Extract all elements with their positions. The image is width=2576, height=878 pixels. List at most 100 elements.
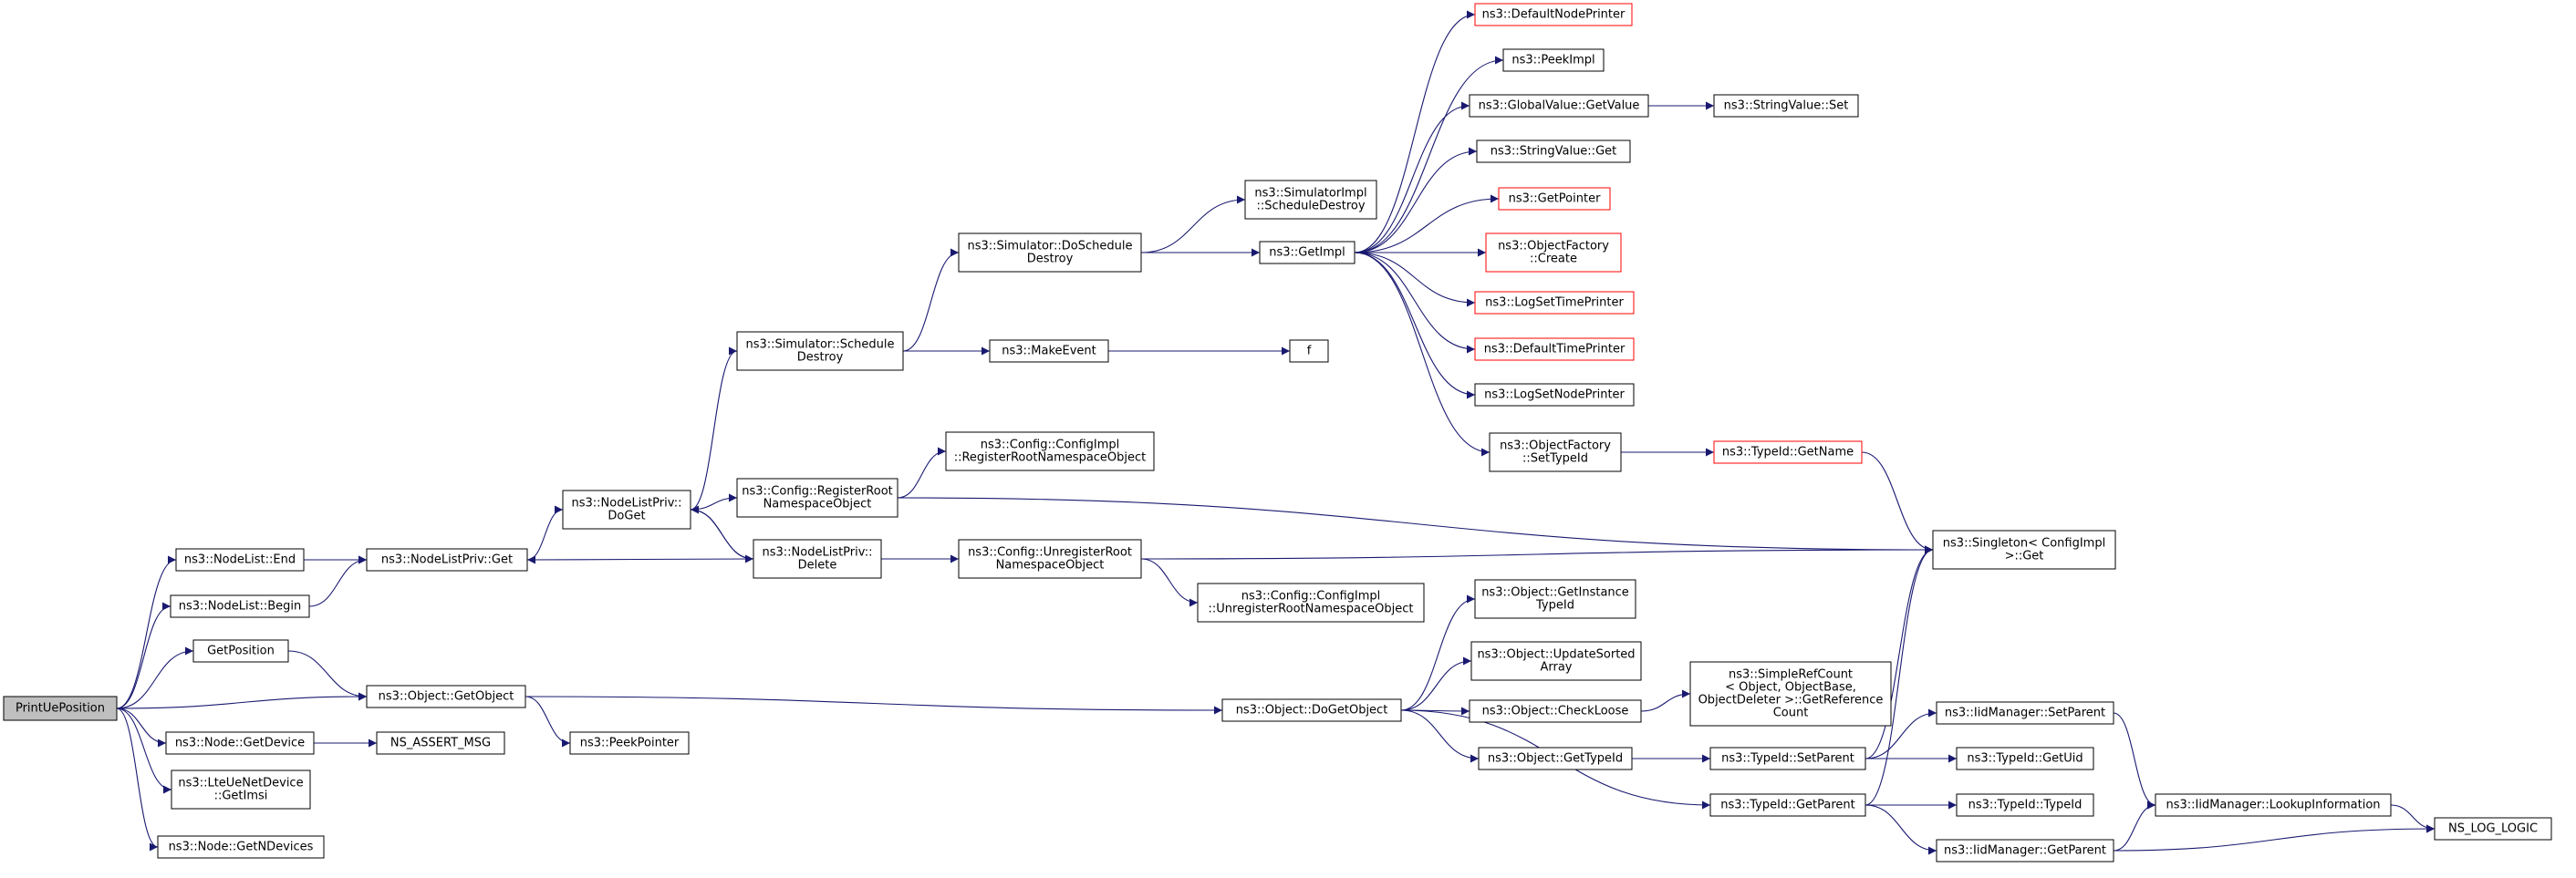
node-objectfactory-create[interactable]: ns3::ObjectFactory::Create [1485, 232, 1622, 273]
node-peek-impl[interactable]: ns3::PeekImpl [1502, 48, 1605, 72]
node-get-position[interactable]: GetPosition [192, 639, 289, 663]
node-label: ns3::StringValue::Get [1491, 145, 1616, 159]
node-box [736, 331, 904, 371]
node-nodelistpriv-delete[interactable]: ns3::NodeListPriv::Delete [753, 539, 882, 579]
node-make-event[interactable]: ns3::MakeEvent [989, 339, 1109, 363]
edge-print_ue_position-to-object_get_object [116, 692, 368, 709]
node-box [2155, 793, 2392, 817]
node-typeid-getparent[interactable]: ns3::TypeId::GetParent [1709, 793, 1866, 817]
node-box [1474, 383, 1635, 407]
node-box [376, 731, 505, 755]
node-iidmanager-lookup[interactable]: ns3::IidManager::LookupInformation [2155, 793, 2392, 817]
node-nodelistpriv-doget[interactable]: ns3::NodeListPriv::DoGet [562, 490, 691, 530]
node-print-ue-position[interactable]: PrintUePosition [3, 696, 118, 721]
node-lte-get-imsi[interactable]: ns3::LteUeNetDevice::GetImsi [171, 770, 311, 810]
node-peek-pointer[interactable]: ns3::PeekPointer [569, 731, 690, 755]
node-f[interactable]: f [1289, 339, 1329, 363]
edge-print_ue_position-to-nodelist_begin [116, 602, 171, 709]
node-box [562, 490, 691, 530]
node-node-get-device[interactable]: ns3::Node::GetDevice [165, 731, 315, 755]
node-label: ns3::DefaultTimePrinter [1484, 343, 1626, 356]
node-configimpl-unregister[interactable]: ns3::Config::ConfigImpl::UnregisterRootN… [1197, 583, 1425, 623]
node-object-check-loose[interactable]: ns3::Object::CheckLoose [1469, 699, 1642, 723]
node-label: ns3::TypeId::GetName [1722, 446, 1854, 460]
node-box [1244, 180, 1377, 220]
node-default-node-printer[interactable]: ns3::DefaultNodePrinter [1474, 3, 1633, 26]
node-label: ns3::Simulator::Schedule [745, 338, 894, 352]
node-box [1289, 339, 1329, 363]
edge-nodelistpriv_delete-to-nodelistpriv_get [526, 555, 754, 564]
node-label: ns3::GlobalValue::GetValue [1479, 99, 1640, 113]
node-box [1498, 187, 1611, 211]
node-label: Array [1540, 661, 1572, 675]
node-get-pointer[interactable]: ns3::GetPointer [1498, 187, 1611, 211]
node-nodelist-end[interactable]: ns3::NodeList::End [175, 548, 305, 572]
node-label: NS_ASSERT_MSG [390, 737, 491, 750]
edge-get_impl-to-globalvalue_getvalue [1354, 101, 1470, 253]
node-label: ns3::TypeId::TypeId [1968, 799, 2083, 812]
node-log-set-node-printer[interactable]: ns3::LogSetNodePrinter [1474, 383, 1635, 407]
node-box [1221, 698, 1402, 722]
node-label: TypeId [1535, 599, 1574, 613]
node-label: ns3::Node::GetNDevices [169, 841, 314, 854]
edge-object_get_object-to-object_do_get_object [525, 696, 1223, 715]
node-box [989, 339, 1109, 363]
node-typeid-getname[interactable]: ns3::TypeId::GetName [1713, 440, 1863, 464]
node-nodelist-begin[interactable]: ns3::NodeList::Begin [170, 594, 310, 618]
node-typeid-setparent[interactable]: ns3::TypeId::SetParent [1709, 747, 1866, 770]
node-label: GetPosition [207, 645, 275, 658]
node-box [1689, 661, 1892, 727]
node-label: ns3::IidManager::SetParent [1945, 707, 2105, 720]
edge-get_impl-to-get_pointer [1354, 194, 1500, 253]
node-config-register-root[interactable]: ns3::Config::RegisterRootNamespaceObject [736, 478, 898, 518]
node-config-unregister-root[interactable]: ns3::Config::UnregisterRootNamespaceObje… [958, 539, 1142, 579]
node-simimpl-schedule-destroy[interactable]: ns3::SimulatorImpl::ScheduleDestroy [1244, 180, 1377, 220]
node-typeid-typeid[interactable]: ns3::TypeId::TypeId [1956, 793, 2094, 817]
node-node-get-ndevices[interactable]: ns3::Node::GetNDevices [157, 835, 325, 859]
node-label: ns3::Singleton< ConfigImpl [1943, 537, 2105, 551]
node-stringvalue-set[interactable]: ns3::StringValue::Set [1713, 94, 1859, 118]
node-default-time-printer[interactable]: ns3::DefaultTimePrinter [1474, 337, 1635, 361]
node-label: ::ScheduleDestroy [1256, 200, 1365, 213]
node-get-impl[interactable]: ns3::GetImpl [1259, 241, 1356, 264]
node-singleton-get[interactable]: ns3::Singleton< ConfigImpl >::Get [1932, 530, 2116, 570]
node-simple-ref-count[interactable]: ns3::SimpleRefCount< Object, ObjectBase,… [1689, 661, 1892, 727]
node-nodelistpriv-get[interactable]: ns3::NodeListPriv::Get [366, 548, 528, 572]
node-ns-assert-msg[interactable]: NS_ASSERT_MSG [376, 731, 505, 755]
node-object-do-get-object[interactable]: ns3::Object::DoGetObject [1221, 698, 1402, 722]
node-object-get-typeid[interactable]: ns3::Object::GetTypeId [1478, 747, 1633, 770]
edge-config_register_root-to-configimpl_register [897, 447, 947, 499]
node-label: ns3::Object::GetInstance [1481, 586, 1629, 600]
node-box [1956, 793, 2094, 817]
node-box [1489, 432, 1622, 472]
node-ns-log-logic[interactable]: NS_LOG_LOGIC [2434, 817, 2552, 841]
edge-typeid_setparent-to-iidmanager_setparent [1864, 708, 1937, 759]
node-typeid-getuid[interactable]: ns3::TypeId::GetUid [1956, 747, 2094, 770]
node-label: PrintUePosition [16, 702, 105, 716]
edge-object_get_object-to-peek_pointer [525, 696, 571, 748]
node-box [1932, 530, 2116, 570]
edge-sim_do_schedule_destroy-to-simimpl_schedule_destroy [1140, 195, 1246, 253]
node-box [569, 731, 690, 755]
node-object-get-object[interactable]: ns3::Object::GetObject [366, 685, 526, 708]
node-sim-schedule-destroy[interactable]: ns3::Simulator::ScheduleDestroy [736, 331, 904, 371]
node-log-set-time-printer[interactable]: ns3::LogSetTimePrinter [1474, 291, 1635, 315]
node-box [366, 685, 526, 708]
edge-object_check_loose-to-simple_ref_count [1640, 689, 1691, 712]
node-configimpl-register[interactable]: ns3::Config::ConfigImpl::RegisterRootNam… [945, 431, 1155, 471]
edge-object_do_get_object-to-object_get_instance_typeid [1400, 594, 1476, 711]
node-iidmanager-setparent[interactable]: ns3::IidManager::SetParent [1936, 701, 2114, 725]
node-label: ns3::DefaultNodePrinter [1482, 8, 1626, 22]
node-box [165, 731, 315, 755]
node-iidmanager-getparent[interactable]: ns3::IidManager::GetParent [1936, 839, 2114, 863]
node-objectfactory-settypeid[interactable]: ns3::ObjectFactory::SetTypeId [1489, 432, 1622, 472]
node-stringvalue-get[interactable]: ns3::StringValue::Get [1476, 139, 1631, 163]
node-globalvalue-getvalue[interactable]: ns3::GlobalValue::GetValue [1469, 94, 1649, 118]
node-label: ObjectDeleter >::GetReference [1698, 694, 1884, 708]
node-label: ::RegisterRootNamespaceObject [954, 451, 1147, 465]
edge-nodelistpriv_doget-to-sim_schedule_destroy [690, 346, 738, 511]
edge-typeid_getparent-to-singleton_get [1864, 545, 1934, 806]
